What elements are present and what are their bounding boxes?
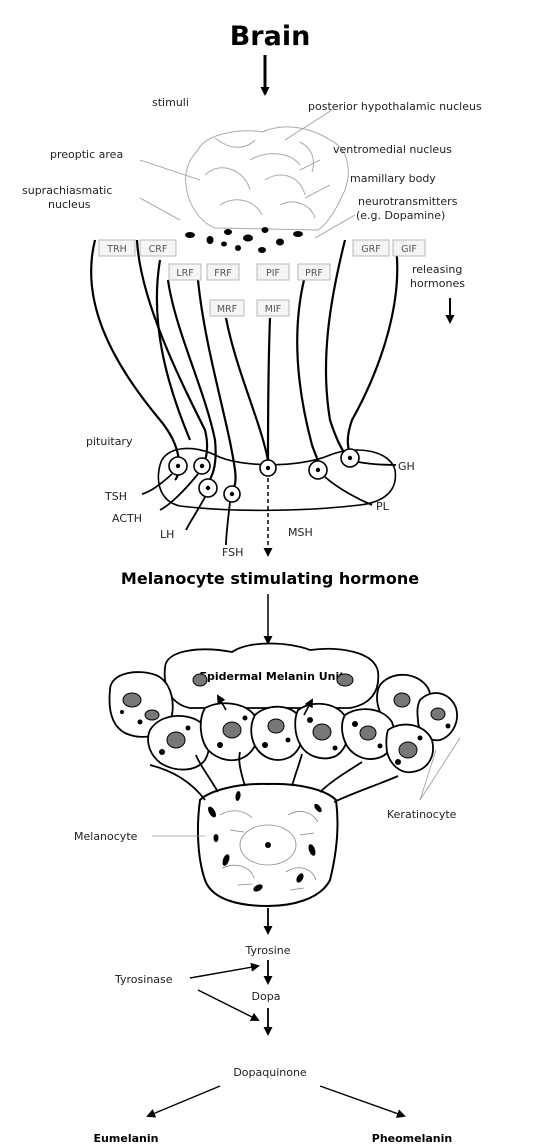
label-keratinocyte: Keratinocyte	[387, 808, 457, 821]
label-dopa: Dopa	[252, 990, 281, 1003]
label-suprachiasmatic-2: nucleus	[48, 198, 91, 211]
tyrosinase-arrow-2	[198, 990, 258, 1020]
label-neurotransmitters-1: neurotransmitters	[358, 195, 458, 208]
label-melanocyte: Melanocyte	[74, 830, 138, 843]
factor-frf: FRF	[214, 268, 232, 279]
hormone-pl: PL	[376, 500, 390, 513]
label-suprachiasmatic-1: suprachiasmatic	[22, 184, 112, 197]
label-tyrosine: Tyrosine	[244, 944, 290, 957]
label-tyrosinase: Tyrosinase	[114, 973, 173, 986]
factor-pif: PIF	[266, 268, 280, 279]
factor-trh: TRH	[106, 244, 127, 255]
tyrosinase-arrow-1	[190, 966, 258, 978]
arrow-to-pheomelanin	[320, 1086, 404, 1116]
label-eumelanin: Eumelanin	[94, 1132, 159, 1145]
label-neurotransmitters-2: (e.g. Dopamine)	[356, 209, 445, 222]
label-dopaquinone: Dopaquinone	[233, 1066, 307, 1079]
factor-prf: PRF	[305, 268, 323, 279]
hypothalamus-leaders	[140, 110, 355, 238]
label-preoptic-area: preoptic area	[50, 148, 123, 161]
epidermal-unit-label: Epidermal Melanin Unit	[199, 670, 344, 683]
neurotransmitter-dots	[185, 227, 303, 253]
msh-heading: Melanocyte stimulating hormone	[121, 569, 419, 588]
label-stimuli: stimuli	[152, 96, 189, 109]
label-mamillary-body: mamillary body	[350, 172, 436, 185]
hormone-lh: LH	[160, 528, 174, 541]
factor-mrf: MRF	[217, 304, 237, 315]
factor-mif: MIF	[265, 304, 281, 315]
label-pheomelanin: Pheomelanin	[372, 1132, 452, 1145]
hormone-tsh: TSH	[104, 490, 127, 503]
hormone-msh: MSH	[288, 526, 313, 539]
label-releasing-1: releasing	[412, 263, 462, 276]
hormone-gh: GH	[398, 460, 415, 473]
label-pituitary: pituitary	[86, 435, 133, 448]
label-releasing-2: hormones	[410, 277, 465, 290]
label-posterior-nucleus: posterior hypothalamic nucleus	[308, 100, 482, 113]
title-brain: Brain	[230, 21, 311, 52]
factor-crf: CRF	[149, 244, 168, 255]
melanocyte-nucleolus	[265, 842, 271, 848]
factor-gif: GIF	[401, 244, 417, 255]
label-ventromedial: ventromedial nucleus	[333, 143, 452, 156]
hypothalamus-outline	[186, 127, 349, 230]
factor-grf: GRF	[361, 244, 380, 255]
factor-lrf: LRF	[176, 268, 193, 279]
hormone-fsh: FSH	[222, 546, 243, 559]
hormone-acth: ACTH	[112, 512, 142, 525]
arrow-to-eumelanin	[148, 1086, 220, 1116]
